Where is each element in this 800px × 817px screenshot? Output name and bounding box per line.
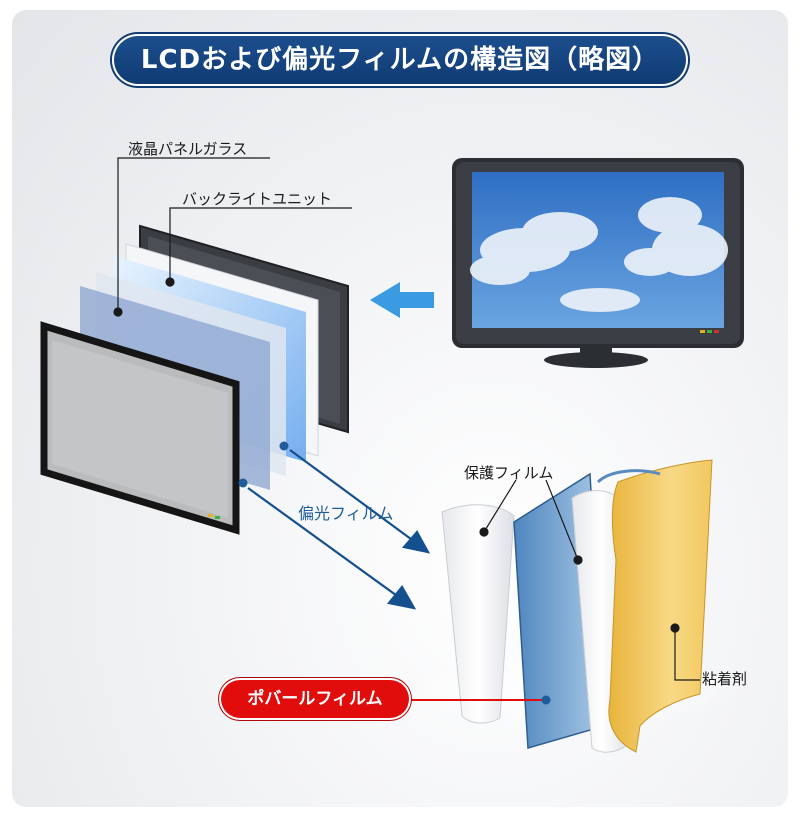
down-right-arrow-icon — [248, 450, 428, 608]
label-backlight: バックライトユニット — [182, 188, 332, 209]
label-poval-film: ポバールフィルム — [221, 680, 409, 718]
film-structure — [405, 460, 745, 752]
label-protect-film: 保護フィルム — [464, 462, 553, 483]
label-lcd-glass: 液晶パネルガラス — [128, 138, 247, 159]
label-adhesive: 粘着剤 — [702, 668, 747, 689]
left-arrow-icon — [370, 282, 434, 318]
tv-monitor-icon — [452, 158, 744, 368]
label-polarizer: 偏光フィルム — [298, 500, 393, 524]
lcd-layer-stack — [44, 226, 348, 530]
